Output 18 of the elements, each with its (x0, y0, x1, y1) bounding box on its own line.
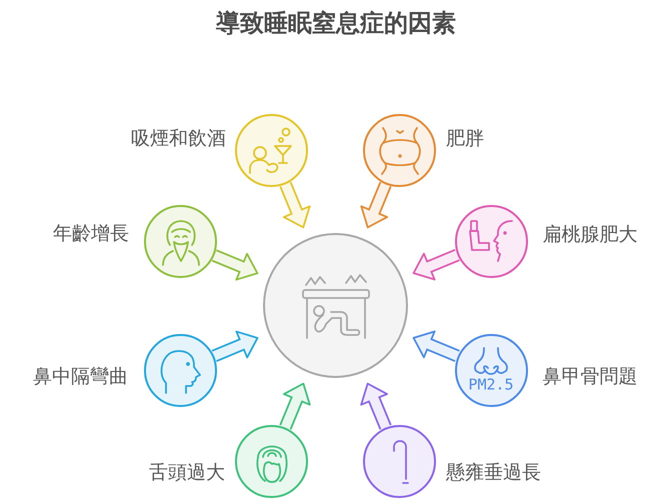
factor-label: 鼻中隔彎曲 (33, 366, 128, 388)
arrow (212, 249, 258, 281)
arrow (360, 182, 392, 228)
factor-label: 肥胖 (446, 127, 484, 150)
arrow (412, 248, 460, 280)
factor-label: 吸煙和飲酒 (131, 127, 226, 150)
arrow (212, 330, 258, 362)
factor-label: 扁桃腺肥大 (542, 224, 638, 246)
icon-caption: PM2.5 (468, 378, 514, 392)
factor-label: 鼻甲骨問題 (542, 366, 638, 388)
factor-label: 舌頭過大 (149, 462, 225, 484)
factor-label: 年齡增長 (53, 222, 129, 245)
factor-label: 懸雍垂過長 (446, 462, 541, 484)
arrow (279, 182, 311, 228)
title: 導致睡眠窒息症的因素 (216, 8, 456, 38)
arrow (360, 382, 392, 430)
arrow (412, 330, 460, 362)
arrow (279, 382, 311, 430)
